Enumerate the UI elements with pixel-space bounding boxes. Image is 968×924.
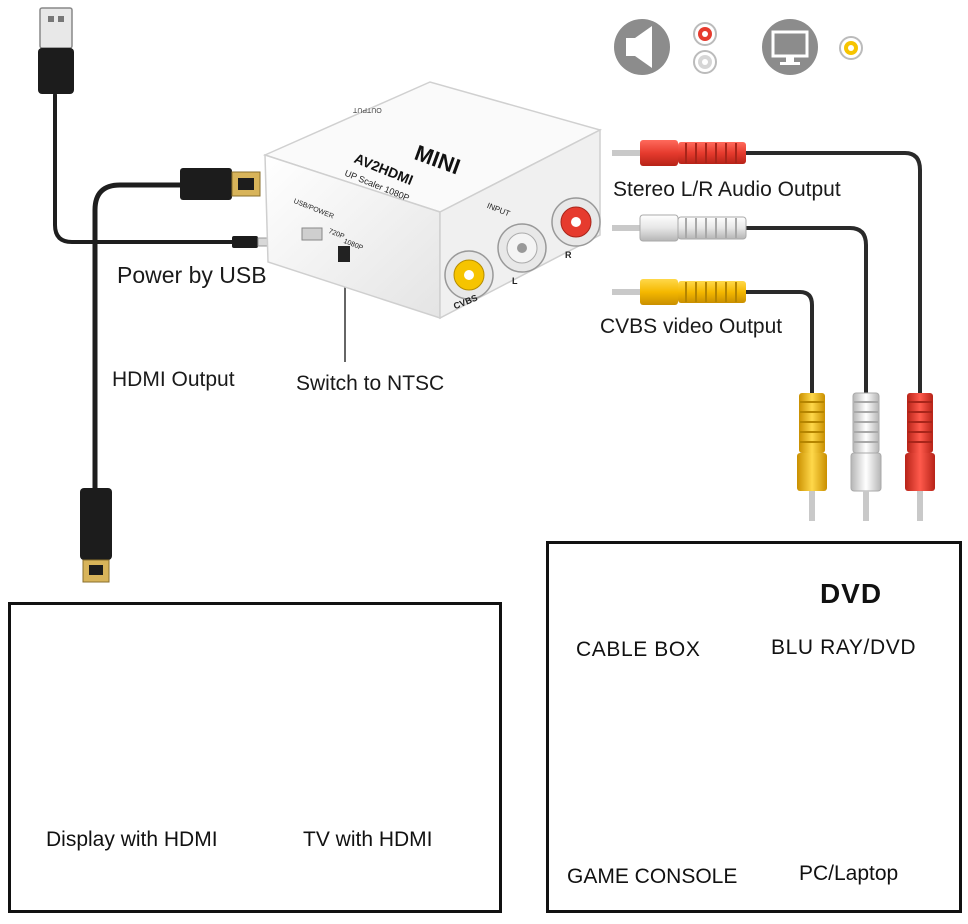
pc-laptop-label: PC/Laptop (799, 862, 899, 885)
switch-ntsc-label: Switch to NTSC (296, 372, 445, 395)
rca-plug-yellow-vertical-icon (797, 393, 827, 521)
rca-plug-white-vertical-icon (850, 392, 882, 521)
jack-cvbs-icon (444, 250, 494, 300)
monitor-icon (762, 19, 818, 75)
av-sources-panel (546, 541, 962, 913)
power-by-usb-label: Power by USB (117, 262, 267, 288)
usb-plug-icon (38, 7, 74, 94)
rca-cables (743, 151, 922, 397)
blu-ray-dvd-label: BLU RAY/DVD (771, 636, 917, 659)
speaker-icon (614, 19, 670, 75)
game-console-label: GAME CONSOLE (567, 865, 738, 888)
hdmi-plug-top-icon (180, 168, 261, 200)
dvd-badge-text: DVD (819, 578, 883, 609)
device-jack-l-label: L (512, 276, 518, 286)
display-with-hdmi-label: Display with HDMI (46, 828, 218, 851)
jack-left-icon (497, 223, 547, 273)
video-jack-legend-icon (839, 36, 863, 60)
rca-plug-red-vertical-icon (905, 393, 935, 521)
cable-box-label: CABLE BOX (576, 638, 701, 661)
converter-box (262, 81, 603, 320)
device-jack-r-label: R (565, 250, 572, 260)
hdmi-cable (92, 182, 185, 493)
rca-plug-red-horizontal-icon (612, 140, 746, 166)
rca-plug-yellow-horizontal-icon (612, 279, 746, 305)
device-output-port-label: OUTPUT (353, 106, 382, 113)
audio-jack-legend-icon (693, 22, 717, 74)
hdmi-outputs-panel (8, 602, 502, 913)
stereo-audio-output-label: Stereo L/R Audio Output (613, 178, 841, 201)
tv-with-hdmi-label: TV with HDMI (303, 828, 433, 851)
rca-plug-white-horizontal-icon (612, 214, 747, 242)
hdmi-output-label: HDMI Output (112, 368, 235, 391)
hdmi-plug-bottom-icon (80, 488, 112, 583)
cvbs-video-output-label: CVBS video Output (600, 315, 783, 338)
usb-cable (53, 93, 237, 244)
jack-right-icon (551, 197, 601, 247)
